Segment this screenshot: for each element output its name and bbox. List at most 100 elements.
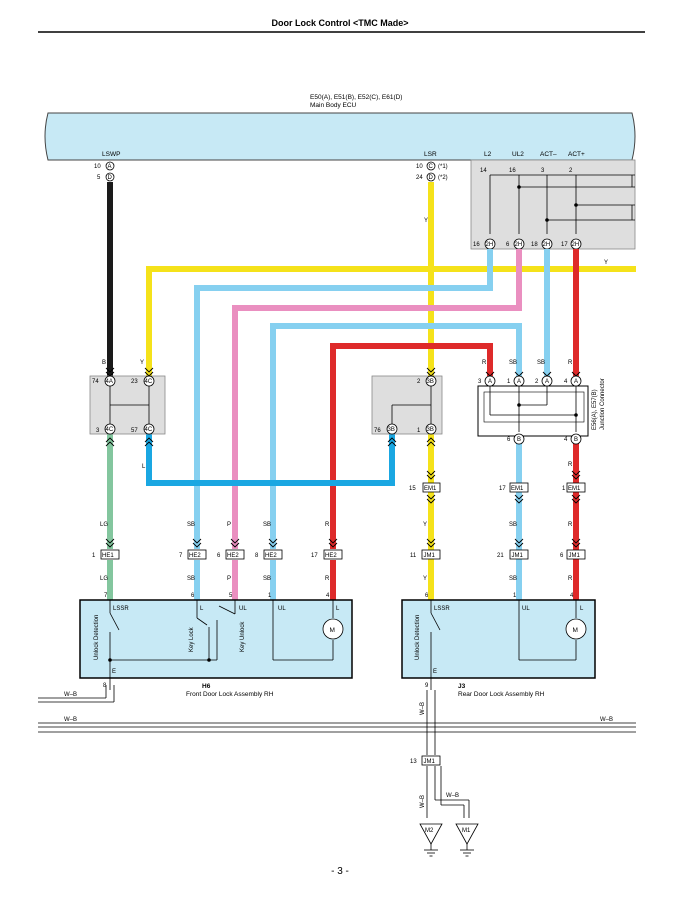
- ground-m1: M1: [455, 823, 479, 857]
- jm-bottom-pin: 13: [410, 759, 417, 765]
- wire-label-lg1: LG: [100, 522, 108, 528]
- fd-sw-unlock: Unlock Detection: [94, 615, 100, 660]
- wire-label-wb-left2: W–B: [64, 717, 77, 723]
- em1-id-1: EM1: [424, 486, 437, 492]
- rd-pin-6: 6: [425, 593, 429, 599]
- fd-term-e: E: [112, 669, 116, 675]
- lsr-pin1-conn: C: [429, 164, 434, 170]
- wire-label-sb-e: SB: [509, 522, 517, 528]
- wire-label-y-bus: Y: [604, 260, 608, 266]
- wire-label-wb-left: W–B: [64, 692, 77, 698]
- wire-ul-sky: [270, 323, 522, 549]
- j3b-pin-76: 76: [374, 428, 381, 434]
- wire-label-r-b: R: [325, 576, 330, 582]
- front-door-circuit: [109, 600, 334, 690]
- front-door-motor: [322, 618, 344, 640]
- je56-pin-b: 1: [507, 379, 511, 385]
- ecu-connectors: E50(A), E51(B), E52(C), E61(D): [310, 94, 402, 101]
- actm-label: ACT–: [540, 151, 557, 158]
- front-door-pins: 7 6 5 1 4 8: [103, 593, 330, 689]
- rd-term-e: E: [433, 669, 437, 675]
- rd-sw-unlock: Unlock Detection: [415, 615, 421, 660]
- he-pin-4: 8: [255, 553, 259, 559]
- junction-3b-lines: [391, 386, 432, 424]
- jm-box-1: [421, 549, 441, 560]
- he-id-3: HE2: [227, 553, 239, 559]
- rd-pin-4: 4: [570, 593, 574, 599]
- junction-4c-lines: [109, 386, 150, 424]
- wire-label-r-mid: R: [482, 360, 487, 366]
- junction-e56-label: E56(A), E57(B) Junction Connector: [592, 378, 606, 430]
- rear-door-name: Rear Door Lock Assembly RH: [458, 691, 545, 698]
- je56-id-b1: B: [517, 437, 521, 443]
- front-door-motor-label: M: [330, 627, 335, 634]
- he-box-5: [323, 549, 343, 560]
- fd-term-ul: UL: [239, 606, 247, 612]
- wire-label-sb-b: SB: [187, 576, 195, 582]
- je56-pin-e: 6: [507, 437, 511, 443]
- actp-label: ACT+: [568, 151, 585, 158]
- wire-label-sb-a: SB: [187, 522, 195, 528]
- wire-label-sb-c: SB: [263, 522, 271, 528]
- lswp-pin2: 5: [97, 175, 101, 181]
- junction-4c: [89, 375, 166, 435]
- j2h-pin-1: 16: [473, 242, 480, 248]
- wire-labels: Y Y B Y L R SB SB R LG LG SB SB P P SB S…: [100, 218, 608, 582]
- ecu-junction-dots: [517, 185, 578, 222]
- ul2-pin: 16: [509, 168, 516, 174]
- he-pin-1: 1: [92, 553, 96, 559]
- em1-conn-3: 1 EM1: [562, 482, 586, 493]
- wire-label-p-b: P: [227, 576, 231, 582]
- fd-pin-5: 5: [229, 593, 233, 599]
- rear-door-lock-assembly: [401, 599, 596, 679]
- junction-e56-dots: [517, 403, 578, 417]
- wire-label-y-b: Y: [423, 576, 427, 582]
- j2h-id-3: 2H: [543, 242, 551, 248]
- junction-e56-lines: [489, 386, 577, 432]
- em1-id-3: EM1: [568, 486, 581, 492]
- jm-bottom-box: [421, 755, 441, 766]
- junction-4c-pins: 74 4A 23 4C 3 4C 57 4C: [92, 375, 155, 435]
- he-pin-3: 6: [217, 553, 221, 559]
- lsr-pin2-note: (*2): [438, 175, 448, 181]
- j4c-pin-3: 3: [96, 428, 100, 434]
- j3b-id-3: 3B: [388, 427, 395, 433]
- em1-conn-2: 17 EM1: [499, 482, 529, 493]
- jm-pin-1: 11: [410, 553, 417, 559]
- j3b-pin-2: 2: [417, 379, 421, 385]
- ecu-name: Main Body ECU: [310, 102, 357, 109]
- em1-pin-1: 15: [409, 486, 416, 492]
- em1-pin-2: 17: [499, 486, 506, 492]
- jm-box-3: [566, 549, 586, 560]
- j3b-id-1: 3B: [427, 379, 434, 385]
- em1-conn-1: 15 EM1: [409, 482, 441, 493]
- lswp-pin1-terminal: [105, 161, 115, 171]
- j4c-id-a: 4A: [106, 379, 113, 385]
- fd-sw-keyunlock-text: Key Unlock: [240, 621, 246, 652]
- j2h-pin-3: 18: [531, 242, 538, 248]
- fd-term-lssr: LSSR: [113, 606, 129, 612]
- rd-pin-9: 9: [425, 683, 429, 689]
- lswp-label: LSWP: [102, 151, 120, 158]
- wire-label-y-a: Y: [423, 522, 427, 528]
- rd-pin-1: 1: [513, 593, 517, 599]
- jm-pin-3: 6: [560, 553, 564, 559]
- he-id-2: HE2: [189, 553, 201, 559]
- front-door-name: Front Door Lock Assembly RH: [186, 691, 274, 698]
- ground-m2: M2: [419, 823, 443, 857]
- ground-m2-label: M2: [425, 828, 434, 834]
- wire-label-wb-m2: W–B: [420, 795, 426, 808]
- l2-pin: 14: [480, 168, 487, 174]
- rd-term-ul: UL: [522, 606, 530, 612]
- lsr-pin1-note: (*1): [438, 164, 448, 170]
- he-id-4: HE2: [265, 553, 277, 559]
- j2h-pin-2: 6: [506, 242, 510, 248]
- ground-wires: [38, 685, 636, 818]
- wire-label-jc-y: Y: [140, 360, 144, 366]
- wire-ul2-pink: [232, 249, 522, 549]
- fd-sw-keyunlock: Key Unlock: [240, 621, 246, 652]
- lsr-pin2-conn: D: [429, 175, 434, 181]
- rd-term-l: L: [580, 606, 584, 612]
- wire-label-r-c: R: [568, 462, 573, 468]
